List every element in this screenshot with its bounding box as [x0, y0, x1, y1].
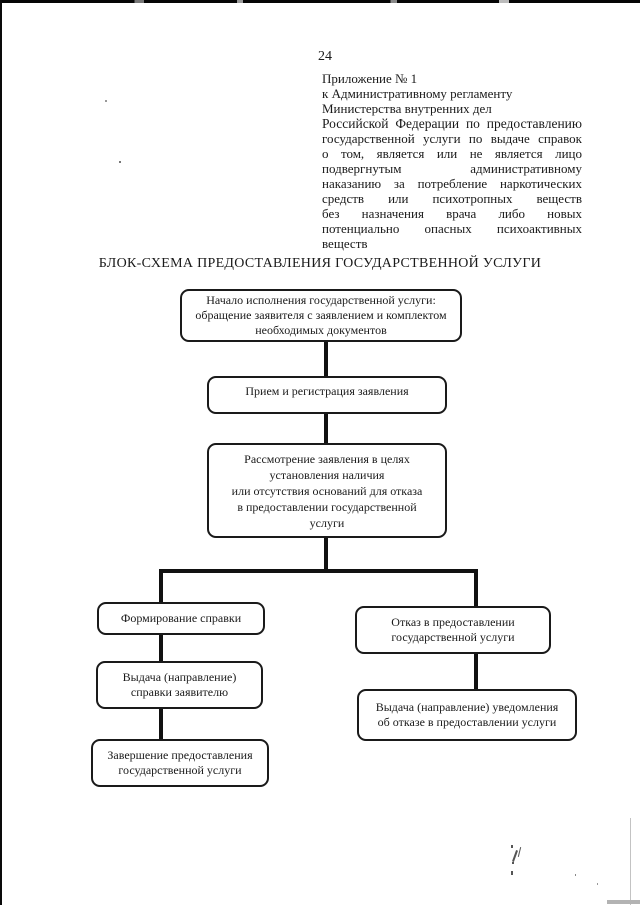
header-line: веществ	[322, 236, 368, 251]
flow-node-refusal-notice: Выдача (направление) уведомления об отка…	[357, 689, 577, 741]
flow-connector-issue-completion	[159, 707, 163, 741]
flow-node-start: Начало исполнения государственной услуги…	[180, 289, 462, 342]
flow-node-issue-certificate-label: Выдача (направление) справки заявителю	[122, 670, 237, 699]
scan-speck	[105, 100, 107, 102]
header-line: Приложение № 1	[322, 71, 418, 86]
scan-speck	[511, 871, 513, 875]
flow-node-refusal-label: Отказ в предоставлении государственной у…	[391, 615, 515, 644]
flow-node-issue-certificate: Выдача (направление) справки заявителю	[96, 661, 263, 709]
page-title: БЛОК-СХЕМА ПРЕДОСТАВЛЕНИЯ ГОСУДАРСТВЕННО…	[98, 256, 542, 271]
scan-corner-smudge	[607, 900, 640, 904]
flow-node-completion-label: Завершение предоставления государственно…	[107, 748, 253, 777]
flow-node-reception-label: Прием и регистрация заявления	[245, 384, 409, 398]
flow-connector-form-issue	[159, 633, 163, 663]
scan-edge-left	[0, 0, 2, 905]
flow-connector-refusal-notice	[474, 652, 478, 691]
scan-speck	[512, 862, 514, 864]
header-line: без назначения врача либо новых	[322, 206, 582, 221]
header-line: подвергнутым административному	[322, 161, 582, 176]
scan-speck	[517, 847, 522, 857]
scan-edge-right	[630, 818, 631, 905]
flow-connector-branch-left	[159, 569, 163, 604]
scan-speck	[119, 161, 121, 163]
flow-node-completion: Завершение предоставления государственно…	[91, 739, 269, 787]
page-number: 24	[318, 49, 332, 64]
flow-connector-reception-review	[324, 412, 328, 445]
flow-connector-review-branch	[324, 536, 328, 572]
header-line: потенциально опасных психоактивных	[322, 221, 582, 236]
header-line: о том, является или не является лицо	[322, 146, 582, 161]
scan-speck	[597, 883, 598, 885]
flow-connector-start-reception	[324, 340, 328, 378]
flow-node-form-certificate: Формирование справки	[97, 602, 265, 635]
flow-connector-branch-horizontal	[159, 569, 478, 573]
header-line: государственной услуги по выдаче справок	[322, 131, 582, 146]
scan-edge-top	[0, 0, 640, 3]
flow-node-refusal: Отказ в предоставлении государственной у…	[355, 606, 551, 654]
flow-node-reception: Прием и регистрация заявления	[207, 376, 447, 414]
header-line: Российской Федерации по предоставлению	[322, 116, 582, 131]
flow-node-refusal-notice-label: Выдача (направление) уведомления об отка…	[375, 700, 559, 729]
flow-connector-branch-right	[474, 569, 478, 608]
flow-node-review: Рассмотрение заявления в целях установле…	[207, 443, 447, 538]
header-line: средств или психотропных веществ	[322, 191, 582, 206]
header-line: наказанию за потребление наркотических	[322, 176, 582, 191]
header-line: к Административному регламенту	[322, 86, 513, 101]
flow-node-review-label: Рассмотрение заявления в целях установле…	[231, 451, 423, 530]
scan-speck	[511, 845, 513, 848]
appendix-header: Приложение № 1 к Административному регла…	[322, 71, 582, 251]
scan-speck	[575, 874, 576, 876]
flow-node-form-certificate-label: Формирование справки	[120, 611, 242, 625]
flow-node-start-label: Начало исполнения государственной услуги…	[195, 293, 447, 337]
header-line: Министерства внутренних дел	[322, 101, 492, 116]
